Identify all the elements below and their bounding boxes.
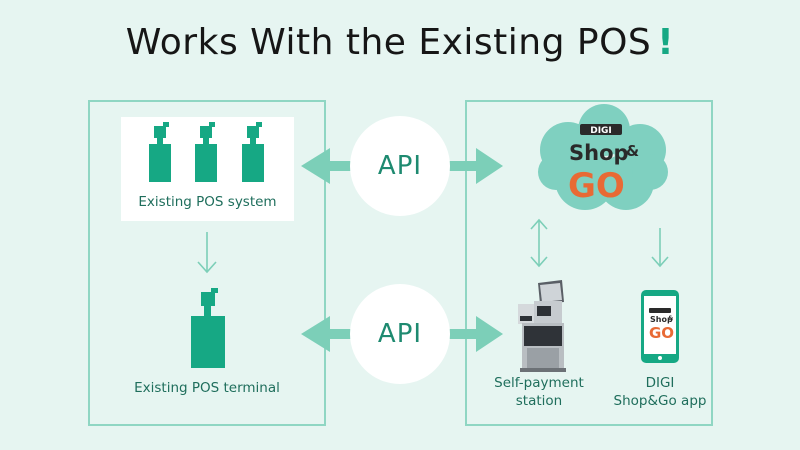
smartphone-app-icon: Shop & GO [641, 290, 679, 363]
down-arrow-icon [197, 232, 217, 274]
pos-system-registers-icon [149, 122, 264, 182]
self-payment-station-icon [518, 280, 566, 372]
bottom-api-bidirectional-arrow [301, 316, 503, 352]
pos-terminal-label: Existing POS terminal [134, 380, 280, 396]
cloud-app-down-arrow [651, 228, 669, 268]
cloud-badge-text: DIGI [590, 126, 612, 136]
cloud-brand-amp: & [626, 142, 639, 160]
app-brand-amp: & [668, 315, 673, 322]
api-top-circle: API [350, 116, 450, 216]
shop-and-go-logo: DIGI Shop & GO [568, 124, 639, 206]
top-api-bidirectional-arrow [301, 148, 503, 184]
page-title: Works With the Existing POS! [0, 22, 800, 63]
pos-system-label: Existing POS system [138, 194, 277, 210]
api-bottom-circle: API [350, 284, 450, 384]
app-brand-line2: GO [649, 324, 674, 342]
app-label: DIGI Shop&Go app [613, 375, 707, 409]
title-text: Works With the Existing POS [125, 22, 652, 63]
cloud-brand-line1: Shop [569, 141, 629, 165]
pos-terminal-icon [191, 288, 225, 368]
cloud-icon [538, 104, 668, 210]
self-payment-station-label: Self-payment station [494, 375, 584, 409]
existing-pos-panel [88, 100, 326, 426]
cloud-station-bidirectional-arrow [530, 218, 548, 268]
app-brand-line1: Shop [650, 315, 673, 324]
digi-solution-panel [465, 100, 713, 426]
title-exclamation: ! [657, 22, 675, 63]
cloud-brand-line2: GO [568, 166, 625, 206]
